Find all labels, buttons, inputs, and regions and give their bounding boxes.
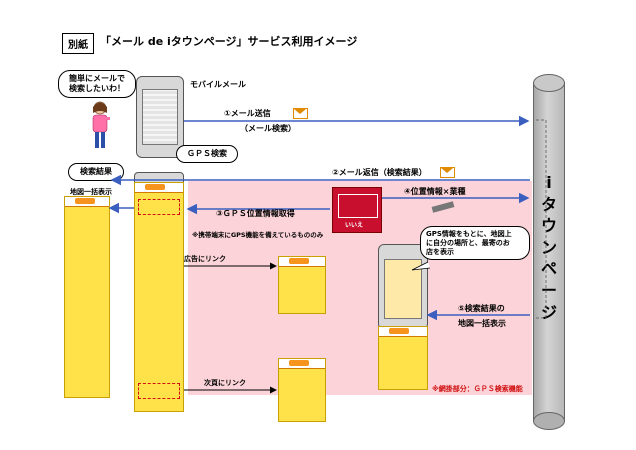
label-next-page-link: 次頁にリンク	[204, 379, 246, 387]
next-page-strip	[278, 358, 326, 422]
map-result-strip	[378, 326, 428, 390]
envelope-icon	[293, 108, 308, 119]
person-icon	[92, 101, 110, 148]
cylinder-top	[533, 74, 565, 92]
phone-screen	[142, 89, 178, 145]
gps-search-bubble: ＧＰＳ検索	[176, 145, 238, 163]
step1-label: ①メール送信	[224, 109, 271, 118]
dashed-highlight	[138, 383, 180, 399]
cylinder-bottom	[533, 412, 565, 430]
appendix-tag: 別紙	[62, 33, 94, 54]
step4-label: ④位置情報×業種	[404, 187, 466, 196]
mobile-mail-phone	[136, 76, 184, 158]
location-confirm-dialog: いいえ	[332, 187, 382, 233]
gps-note: ※携帯端末にGPS機能を備えているもののみ	[192, 231, 324, 239]
step1-sub-label: （メール検索）	[240, 124, 296, 133]
dialog-ok: いいえ	[345, 222, 364, 229]
search-result-bubble: 検索結果	[68, 163, 124, 181]
user-speech-bubble: 簡単にメールで 検索したいわ！	[58, 70, 136, 98]
ad-page-strip	[278, 256, 326, 314]
step5-label: ⑤検索結果の	[458, 304, 505, 313]
step3-label: ③ＧＰＳ位置情報取得	[216, 209, 295, 218]
dialog-message	[338, 194, 378, 218]
dashed-highlight	[138, 199, 180, 215]
result-strip-left	[64, 196, 110, 398]
itownpage-label: iタウンページ	[541, 173, 558, 322]
label-ad-link: 広告にリンク	[184, 255, 226, 263]
label-map-list: 地図一括表示	[70, 188, 112, 196]
label-mobile-mail: モバイルメール	[190, 80, 246, 89]
page-title: 「メール de iタウンページ」サービス利用イメージ	[100, 35, 358, 48]
envelope-icon	[440, 167, 455, 178]
shaded-area-note: ※網掛部分：ＧＰＳ検索機能	[432, 385, 523, 393]
step2-label: ②メール返信（検索結果）	[332, 168, 427, 177]
itownpage-cylinder-icon	[533, 74, 565, 430]
result-strip-middle	[134, 182, 184, 412]
step5-sub-label: 地図一括表示	[458, 319, 506, 328]
gps-info-bubble: GPS情報をもとに、地図上 に自分の場所と、最寄のお 店を表示	[420, 226, 530, 261]
